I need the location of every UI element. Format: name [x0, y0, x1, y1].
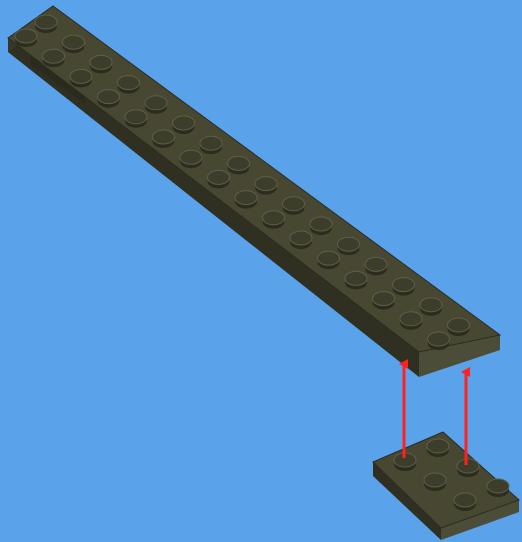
stud [235, 191, 257, 209]
stud [290, 231, 312, 249]
stud [70, 69, 92, 87]
stud [487, 479, 509, 497]
stud [90, 55, 112, 73]
stud [153, 130, 175, 148]
stud [345, 271, 367, 289]
stud [310, 217, 332, 235]
stud [400, 312, 422, 330]
stud [393, 278, 415, 296]
stud [118, 76, 140, 94]
stud [180, 150, 202, 168]
stud [283, 197, 305, 215]
stud [424, 473, 446, 491]
stud [173, 116, 195, 134]
stud [63, 35, 85, 53]
stud [420, 298, 442, 316]
stud [43, 49, 65, 67]
small-plate [373, 432, 519, 540]
stud [255, 177, 277, 195]
stud [373, 292, 395, 310]
long-plate [8, 6, 500, 377]
stud [263, 211, 285, 229]
stud [208, 170, 230, 188]
stud [454, 493, 476, 511]
stud [428, 332, 450, 350]
stud [365, 257, 387, 275]
stud [15, 29, 37, 47]
stud [338, 237, 360, 255]
stud [457, 459, 479, 477]
stud [228, 156, 250, 174]
stud [145, 96, 167, 114]
stud [125, 110, 147, 128]
stud [448, 318, 470, 336]
stud [427, 439, 449, 457]
stud [98, 90, 120, 108]
stud [35, 15, 57, 33]
stud [200, 136, 222, 154]
stud [318, 251, 340, 269]
